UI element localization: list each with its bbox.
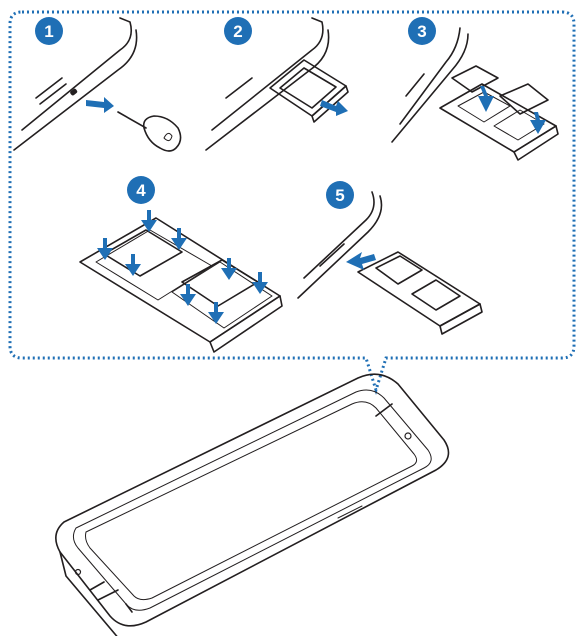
step-1-illustration (13, 17, 182, 152)
step-3-illustration (391, 27, 559, 161)
step-2-illustration (205, 17, 349, 151)
step-3-badge: 3 (408, 17, 436, 45)
phone-speaker (375, 403, 412, 440)
step-1-number: 1 (44, 22, 53, 41)
step-1-badge: 1 (35, 17, 63, 45)
step-2-number: 2 (233, 22, 242, 41)
step-5-number: 5 (335, 186, 344, 205)
sim-card-2 (499, 83, 549, 134)
phone-illustration (55, 373, 450, 636)
step-4-illustration (79, 210, 283, 353)
phone-bottom-edge (59, 551, 133, 636)
step-5-badge: 5 (326, 181, 354, 209)
step-2-badge: 2 (224, 17, 252, 45)
step-5-illustration (297, 191, 483, 335)
charging-port (97, 589, 119, 601)
step-4-number: 4 (136, 181, 146, 200)
sim-card-small (181, 259, 259, 307)
pull-arrow (320, 100, 348, 116)
sim-card-1 (451, 65, 499, 112)
sim-tray-pulled-out (269, 59, 349, 123)
step-3-number: 3 (417, 22, 426, 41)
push-in-arrow (346, 252, 376, 270)
step-4-badge: 4 (127, 176, 155, 204)
sim-tray-loaded (357, 251, 483, 335)
sim-card-large (103, 229, 183, 277)
press-arrows (97, 210, 268, 324)
phone-grille (337, 505, 363, 519)
insert-arrow (86, 97, 114, 113)
ejection-pin (117, 111, 182, 152)
callout-dotted-border (8, 10, 576, 396)
